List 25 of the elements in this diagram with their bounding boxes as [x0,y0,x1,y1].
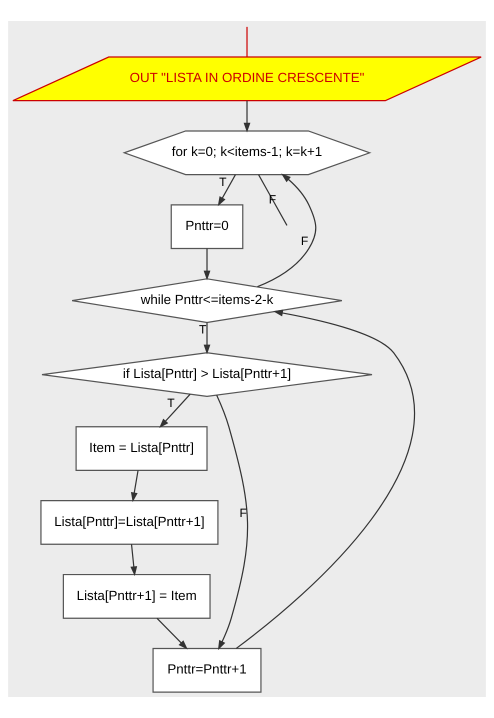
arrow [204,322,210,354]
edge-label: F [240,506,247,520]
arrow [156,618,188,650]
edge-label: T [219,175,227,190]
node-box: Pnttr=0 [170,204,244,250]
arrow [159,394,191,428]
edge-label: T [199,322,206,337]
node-diamond: while Pnttr<=items-2-k [71,278,343,324]
arrow [204,248,210,280]
arrow [236,310,415,649]
node-box: Item = Lista[Pnttr] [76,426,208,471]
node-box: Pnttr=Pnttr+1 [152,648,262,693]
arrow [216,394,248,650]
node-diamond: if Lista[Pnttr] > Lista[Pnttr+1] [41,352,373,398]
arrow [244,100,250,133]
edge-label: F [300,234,308,248]
arrow [130,544,138,576]
connector [258,174,288,226]
arrow [257,173,316,288]
arrow [130,470,139,502]
connector [246,26,248,57]
node-box: Lista[Pnttr+1] = Item [62,574,211,619]
edge-label: T [167,396,175,410]
node-box: Lista[Pnttr]=Lista[Pnttr+1] [40,500,219,545]
arrow [218,174,236,206]
